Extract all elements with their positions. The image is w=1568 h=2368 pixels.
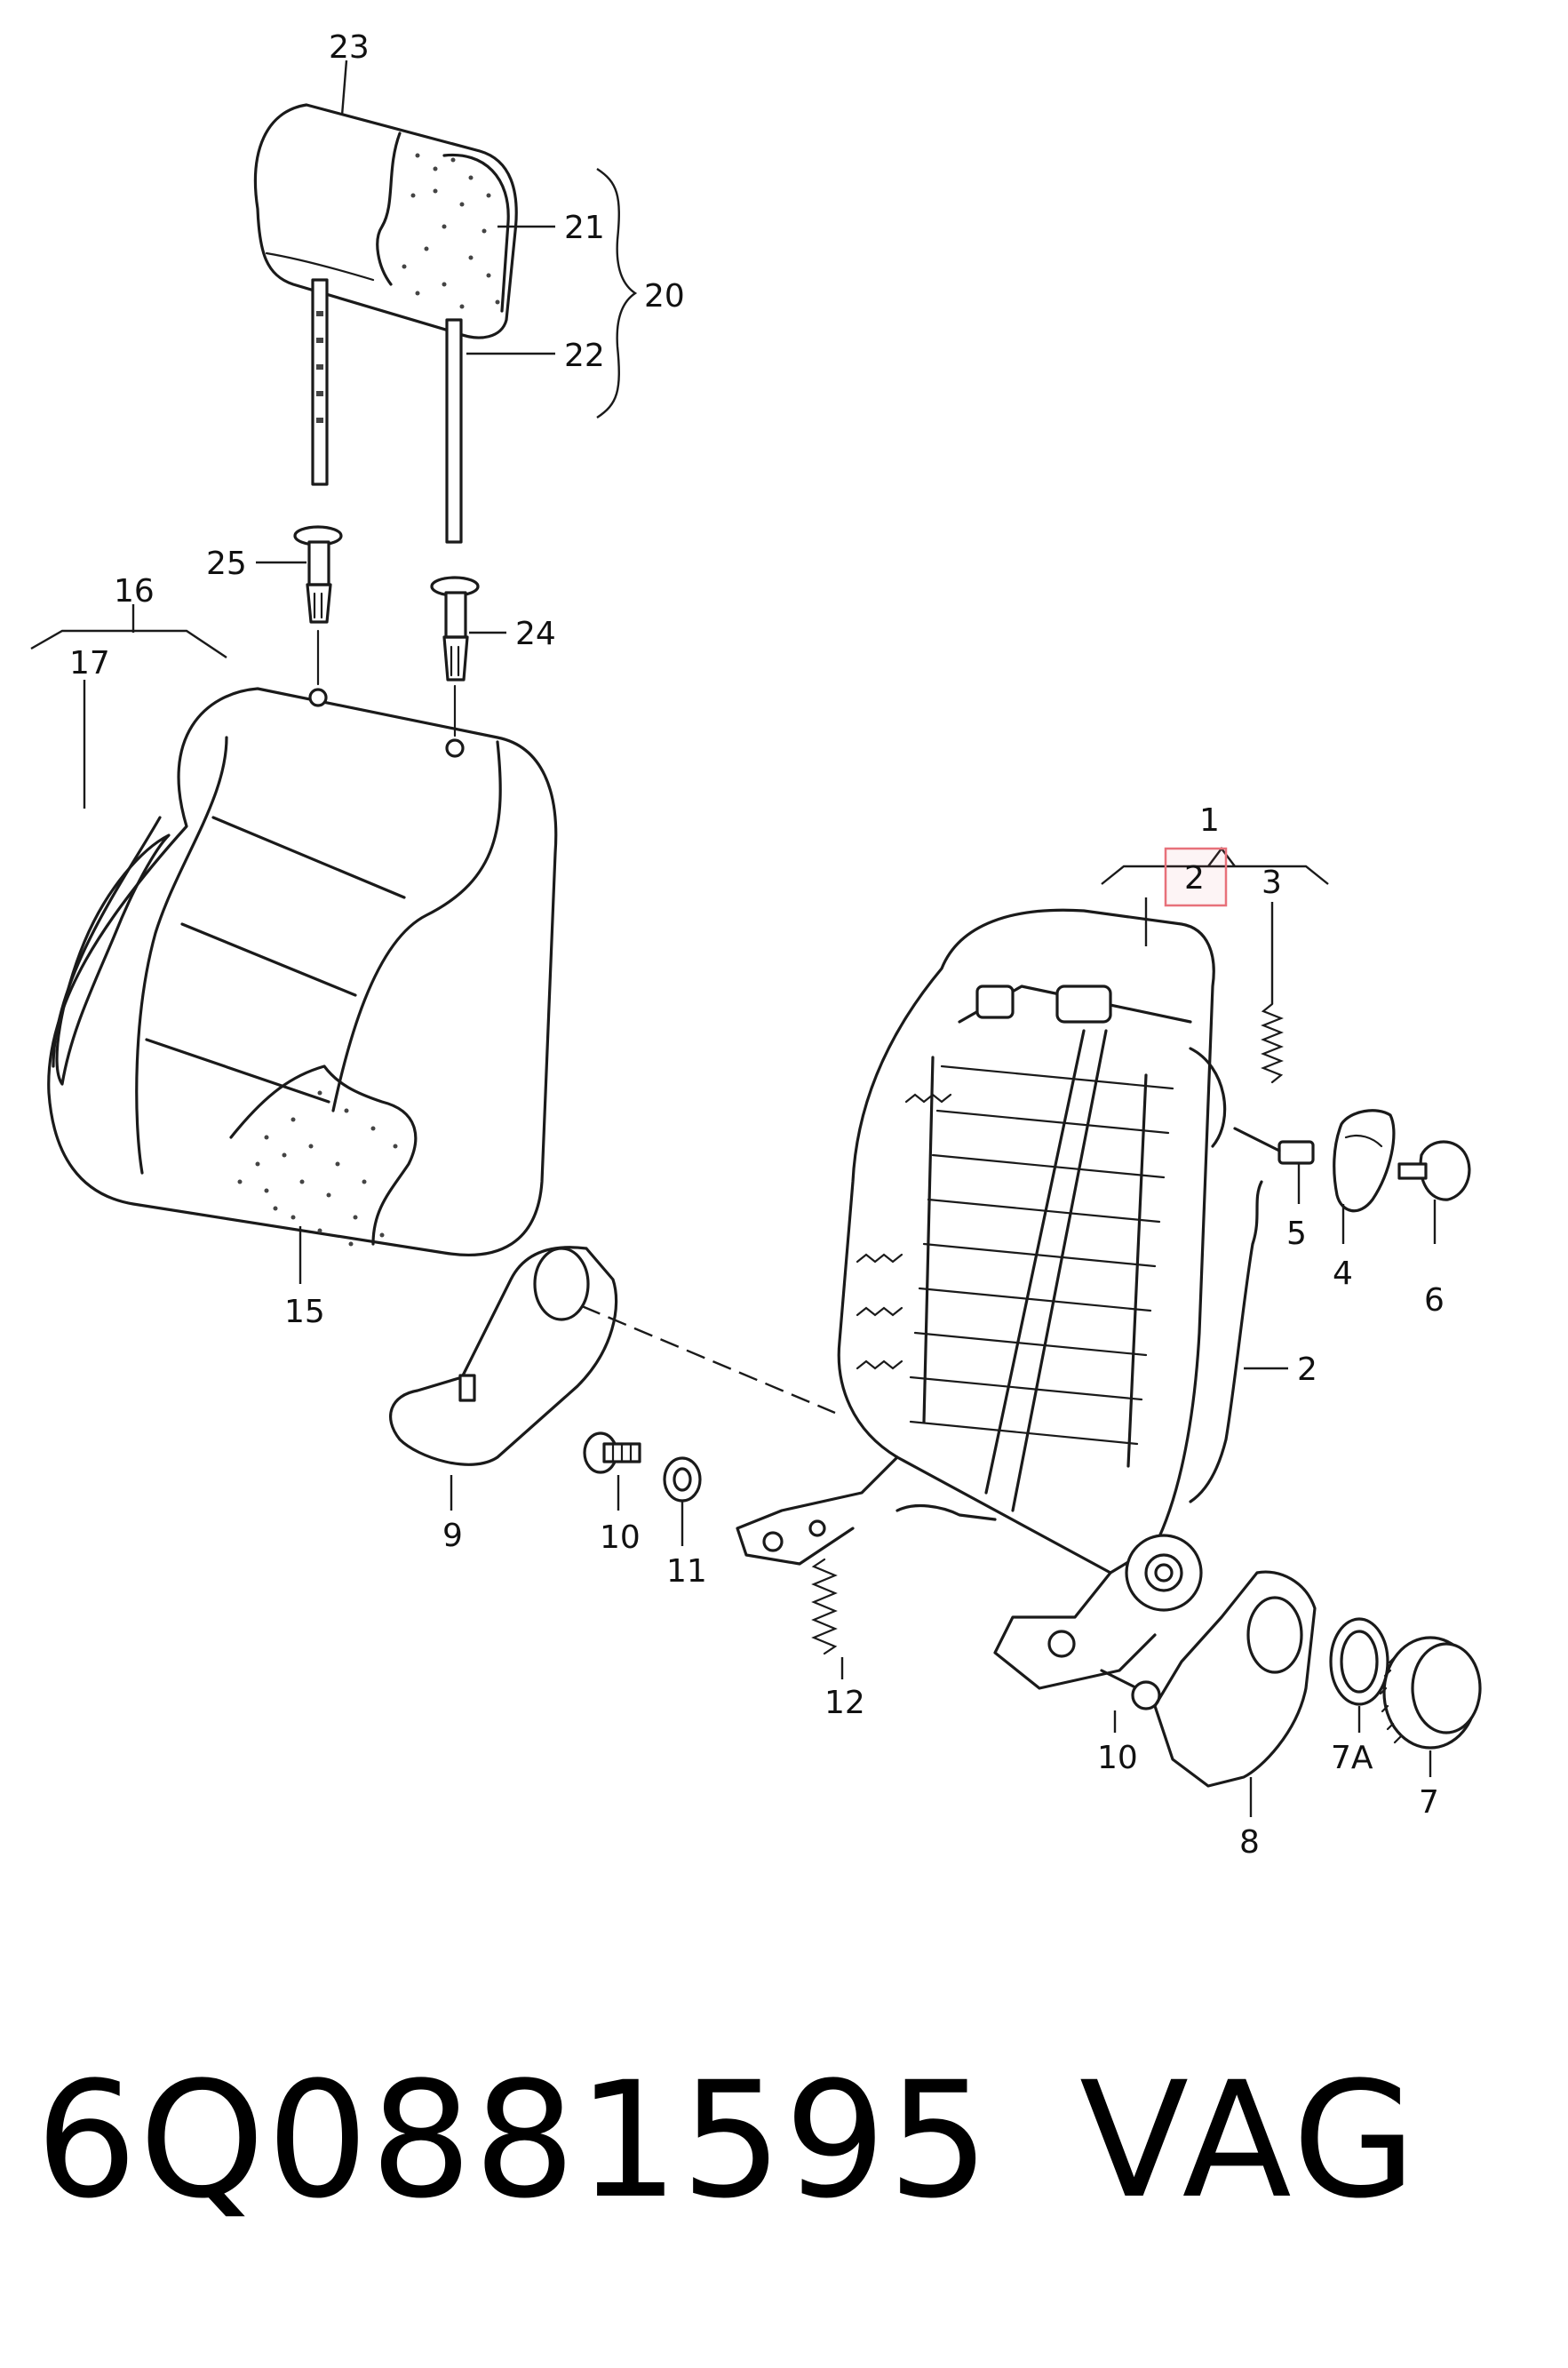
callout-labels: 23 21 20 22 25 24 16 17 15 9 10 11 12 10… (69, 29, 1445, 1861)
callout-20: 20 (644, 278, 685, 315)
leader-lines (30, 60, 1437, 1817)
callout-11: 11 (666, 1553, 707, 1590)
headrest-guide-right (430, 576, 480, 682)
callout-2-top: 2 (1184, 860, 1205, 897)
bolt-left (583, 1431, 641, 1474)
callout-7a: 7A (1331, 1740, 1373, 1776)
recliner-cover (1153, 1570, 1317, 1788)
callout-highlight (1164, 847, 1228, 907)
callout-highlight-fill (1166, 849, 1226, 905)
callout-6: 6 (1424, 1282, 1445, 1319)
lever-clip (1233, 1127, 1315, 1165)
callout-15: 15 (284, 1294, 325, 1330)
callout-10-right: 10 (1097, 1740, 1138, 1776)
callout-21: 21 (564, 210, 605, 246)
release-knob (1397, 1140, 1471, 1201)
callout-9: 9 (442, 1518, 463, 1554)
callout-24: 24 (515, 616, 556, 652)
recliner-handwheel (1379, 1636, 1482, 1750)
callout-22: 22 (564, 338, 605, 374)
side-cover (389, 1246, 618, 1466)
retaining-ring (1329, 1617, 1389, 1706)
part-number: 6Q0881595 (36, 2048, 991, 2234)
callout-10-left: 10 (600, 1519, 641, 1556)
callout-2-side: 2 (1297, 1351, 1317, 1388)
callout-8: 8 (1239, 1824, 1260, 1861)
callout-25: 25 (206, 546, 247, 582)
alignment-line (581, 1304, 836, 1415)
release-lever (1333, 1109, 1396, 1213)
backrest-cover (47, 687, 558, 1256)
callout-1: 1 (1199, 802, 1220, 839)
headrest (253, 103, 518, 544)
callout-23: 23 (329, 29, 370, 66)
brand-name: VAG (1079, 2048, 1421, 2234)
callout-17: 17 (69, 645, 110, 682)
callout-4: 4 (1333, 1256, 1353, 1292)
callout-16: 16 (114, 573, 155, 610)
callout-12: 12 (824, 1685, 865, 1721)
bolt-right (1100, 1669, 1161, 1710)
bushing (663, 1456, 702, 1503)
footer: 6Q0881595 VAG (36, 2061, 1546, 2257)
tension-spring (811, 1558, 838, 1655)
headrest-guide-left (293, 525, 343, 624)
callout-5: 5 (1286, 1216, 1307, 1252)
small-spring (1261, 1002, 1284, 1084)
seat-frame (736, 908, 1227, 1690)
callout-3: 3 (1262, 865, 1282, 901)
callout-7: 7 (1419, 1784, 1439, 1821)
release-cable (895, 1180, 1263, 1521)
